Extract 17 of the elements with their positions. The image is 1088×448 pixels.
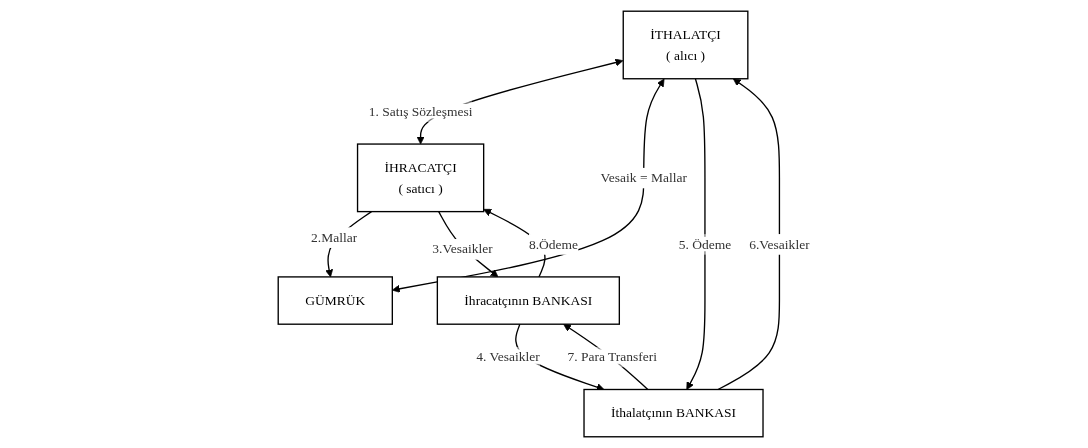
node-box: İHRACATÇI ( satıcı ) (356, 143, 485, 213)
edge-label: 3.Vesaikler (432, 241, 493, 257)
edge-label: 7. Para Transferi (567, 349, 658, 364)
node-box: İTHALATÇI ( alıcı ) (622, 10, 749, 80)
arrow (717, 78, 781, 391)
node-box: İhracatçının BANKASI (436, 276, 621, 325)
edge-label: 5. Ödeme (678, 236, 732, 252)
arrow (686, 78, 706, 390)
arrow (392, 78, 665, 293)
edge-label: 1. Satış Sözleşmesi (368, 103, 473, 119)
edge-label: 8.Ödeme (529, 236, 579, 252)
edge-label: 2.Mallar (311, 229, 358, 245)
edge-label: 6.Vesaikler (749, 236, 810, 252)
node-box: GÜMRÜK (277, 276, 394, 325)
edge-label: 4. Vesaikler (476, 349, 540, 364)
node-box: İthalatçının BANKASI (583, 388, 764, 438)
edge-label: Vesaik = Mallar (600, 170, 688, 185)
